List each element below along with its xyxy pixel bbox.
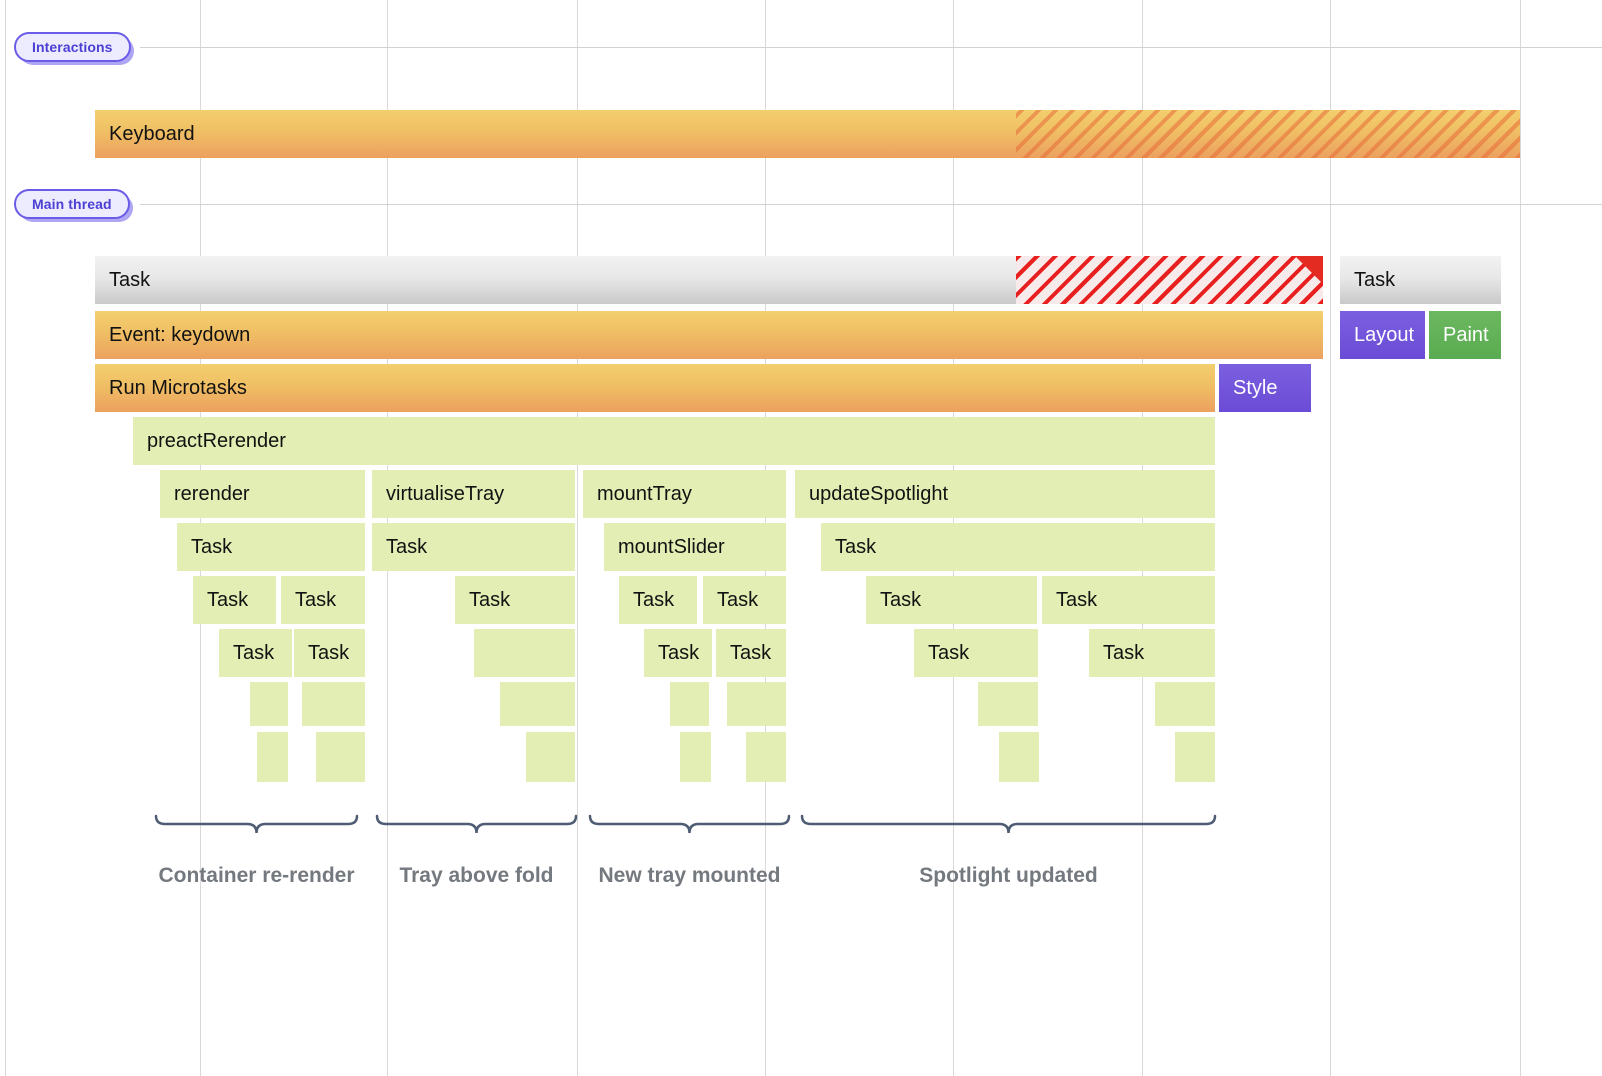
flame-bar-label: Task — [207, 589, 249, 611]
flame-bar-label: preactRerender — [147, 430, 286, 452]
gridline-7 — [1330, 0, 1331, 1076]
bracket-label-new-tray-mounted: New tray mounted — [598, 864, 781, 887]
flame-bar-task-l8-e[interactable] — [727, 682, 786, 726]
flame-bar-label: Task — [233, 642, 275, 664]
flame-bar-label: Run Microtasks — [109, 377, 247, 399]
flame-bar-update-spotlight[interactable]: updateSpotlight — [795, 470, 1215, 518]
flame-bar-task-main[interactable]: Task — [95, 256, 1323, 304]
bracket-tray-above-fold — [375, 814, 578, 838]
flame-bar-label: Task — [386, 536, 428, 558]
flame-bar-label: Task — [308, 642, 350, 664]
flame-bar-task-l9-a[interactable] — [257, 732, 288, 782]
bracket-label-tray-above-fold: Tray above fold — [399, 864, 554, 887]
flame-bar-virtualise-tray[interactable]: virtualiseTray — [372, 470, 575, 518]
flame-bar-label: Task — [469, 589, 511, 611]
bracket-spotlight-updated — [800, 814, 1217, 838]
flame-bar-run-microtasks[interactable]: Run Microtasks — [95, 364, 1215, 412]
flame-bar-label: mountSlider — [618, 536, 725, 558]
flame-bar-task-l9-g[interactable] — [1175, 732, 1215, 782]
flame-bar-rerender[interactable]: rerender — [160, 470, 365, 518]
flame-bar-task-l8-g[interactable] — [1155, 682, 1215, 726]
track-pill-interactions[interactable]: Interactions — [14, 32, 131, 62]
flame-bar-task-l7-f[interactable]: Task — [914, 629, 1038, 677]
track-pill-main-thread[interactable]: Main thread — [14, 189, 130, 219]
flame-bar-label: Layout — [1354, 324, 1415, 346]
flame-bar-label: Task — [1103, 642, 1145, 664]
flame-bar-task-l6-e[interactable]: Task — [703, 576, 786, 624]
flame-bar-task-l8-c[interactable] — [500, 682, 575, 726]
flame-bar-label: Task — [191, 536, 233, 558]
flame-bar-task-l6-b[interactable]: Task — [281, 576, 365, 624]
flame-bar-task-l7-c[interactable] — [474, 629, 575, 677]
flame-bar-label: Task — [295, 589, 337, 611]
flame-bar-task-l9-b[interactable] — [316, 732, 365, 782]
bracket-container-re-render — [154, 814, 359, 838]
flame-bar-task-l6-g[interactable]: Task — [1042, 576, 1215, 624]
flame-bar-preact-rerender[interactable]: preactRerender — [133, 417, 1215, 465]
flame-bar-task-l6-c[interactable]: Task — [455, 576, 575, 624]
flame-bar-mount-slider[interactable]: mountSlider — [604, 523, 786, 571]
flame-bar-label: Task — [730, 642, 772, 664]
flame-bar-label: Style — [1233, 377, 1278, 399]
long-task-hatch — [1016, 256, 1323, 304]
flame-bar-layout[interactable]: Layout — [1340, 311, 1425, 359]
flame-bar-label: rerender — [174, 483, 250, 505]
track-separator-interactions — [140, 47, 1602, 48]
flame-bar-label: mountTray — [597, 483, 692, 505]
flame-bar-task-l9-e[interactable] — [746, 732, 786, 782]
track-separator-main-thread — [140, 204, 1602, 205]
flame-bar-label: Task — [1354, 269, 1396, 291]
flame-bar-label: Task — [109, 269, 151, 291]
flame-bar-task-l7-d[interactable]: Task — [644, 629, 712, 677]
flame-bar-task-l9-f[interactable] — [999, 732, 1039, 782]
bracket-label-container-re-render: Container re-render — [158, 864, 355, 887]
bracket-new-tray-mounted — [588, 814, 791, 838]
flame-bar-label: Paint — [1443, 324, 1489, 346]
flame-bar-task-l8-f[interactable] — [978, 682, 1038, 726]
flame-bar-task-virtualise[interactable]: Task — [372, 523, 575, 571]
long-interaction-hatch — [1016, 110, 1520, 158]
flame-bar-task-l7-a[interactable]: Task — [219, 629, 292, 677]
flame-bar-task-l6-f[interactable]: Task — [866, 576, 1037, 624]
long-task-warning-triangle-icon — [1295, 256, 1323, 284]
gridline-0 — [5, 0, 6, 1076]
flame-bar-task-l8-a[interactable] — [250, 682, 288, 726]
flame-bar-task-l8-b[interactable] — [302, 682, 365, 726]
flame-bar-label: Task — [835, 536, 877, 558]
flame-bar-task-l6-d[interactable]: Task — [619, 576, 697, 624]
flame-bar-label: virtualiseTray — [386, 483, 505, 505]
flame-bar-label: Task — [880, 589, 922, 611]
flame-bar-event-keydown[interactable]: Event: keydown — [95, 311, 1323, 359]
flame-bar-task-rerender[interactable]: Task — [177, 523, 365, 571]
flame-bar-label: Task — [717, 589, 759, 611]
flame-bar-label: Task — [1056, 589, 1098, 611]
gridline-8 — [1520, 0, 1521, 1076]
flame-bar-keyboard[interactable]: Keyboard — [95, 110, 1520, 158]
flame-bar-task-l7-g[interactable]: Task — [1089, 629, 1215, 677]
flame-bar-task-right[interactable]: Task — [1340, 256, 1501, 304]
flame-bar-task-l8-d[interactable] — [670, 682, 709, 726]
flame-bar-label: Keyboard — [109, 123, 195, 145]
flame-bar-paint[interactable]: Paint — [1429, 311, 1501, 359]
flame-bar-task-l7-e[interactable]: Task — [716, 629, 786, 677]
flame-bar-task-l6-a[interactable]: Task — [193, 576, 276, 624]
flame-bar-label: Task — [633, 589, 675, 611]
bracket-label-spotlight-updated: Spotlight updated — [919, 864, 1098, 887]
flame-bar-label: updateSpotlight — [809, 483, 949, 505]
flame-bar-label: Task — [928, 642, 970, 664]
flame-bar-label: Task — [658, 642, 700, 664]
flame-bar-label: Event: keydown — [109, 324, 251, 346]
flame-bar-style[interactable]: Style — [1219, 364, 1311, 412]
flame-bar-task-l9-d[interactable] — [680, 732, 711, 782]
flame-bar-task-spotlight[interactable]: Task — [821, 523, 1215, 571]
flame-bar-task-l9-c[interactable] — [526, 732, 575, 782]
flame-bar-mount-tray[interactable]: mountTray — [583, 470, 786, 518]
flame-bar-task-l7-b[interactable]: Task — [294, 629, 365, 677]
gridline-3 — [577, 0, 578, 1076]
